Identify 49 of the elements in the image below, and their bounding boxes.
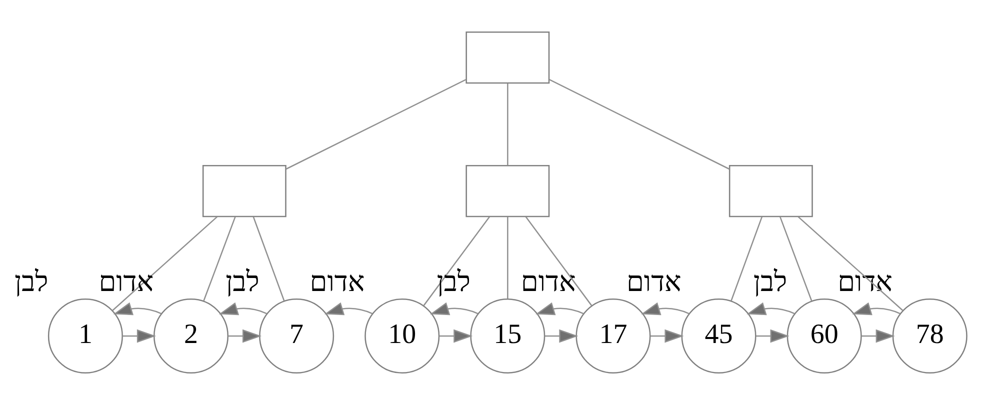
node-circle: 2: [154, 298, 229, 374]
node-circle: 1: [48, 298, 123, 374]
arrow: [218, 302, 268, 316]
node-label: אדום: [310, 267, 365, 298]
arrow: [544, 329, 578, 343]
node-circle: 45: [681, 298, 756, 374]
connector: [112, 216, 218, 312]
connector: [780, 216, 812, 302]
arrow: [536, 302, 584, 316]
connector: [525, 216, 592, 306]
connector: [507, 83, 508, 166]
arrow: [430, 302, 478, 316]
node-circle: 60: [786, 298, 862, 374]
node-label: אדום: [98, 267, 154, 298]
arrow: [113, 302, 162, 316]
node-label: אדום: [838, 267, 892, 298]
arrow: [861, 329, 895, 343]
node-box: [202, 164, 286, 218]
connector: [507, 216, 508, 299]
arrow: [756, 329, 790, 343]
node-circle: 17: [576, 298, 651, 374]
arrow: [641, 302, 690, 316]
node-circle: 78: [892, 298, 968, 374]
connector: [286, 78, 466, 170]
node-label: אדום: [520, 267, 576, 298]
node-label: לבן: [436, 267, 470, 298]
node-box: [466, 164, 550, 218]
connector: [423, 216, 490, 306]
arrow: [439, 329, 473, 343]
arrow: [746, 302, 795, 316]
node-circle: 15: [470, 298, 546, 374]
connector: [252, 216, 285, 302]
node-label: אדום: [626, 267, 682, 298]
node-box: [728, 164, 813, 218]
node-label: לבן: [14, 267, 48, 298]
connector: [798, 216, 904, 312]
connector: [203, 216, 236, 302]
arrow: [324, 302, 373, 316]
node-label: לבן: [226, 267, 260, 298]
connector: [730, 216, 763, 302]
node-label: לבן: [753, 267, 788, 298]
arrow: [650, 329, 684, 343]
node-box: [466, 31, 550, 84]
node-circle: 7: [259, 298, 334, 374]
arrow: [852, 302, 900, 316]
connector: [549, 78, 730, 170]
arrow: [122, 329, 156, 343]
node-circle: 10: [364, 298, 440, 374]
arrow: [228, 329, 262, 343]
